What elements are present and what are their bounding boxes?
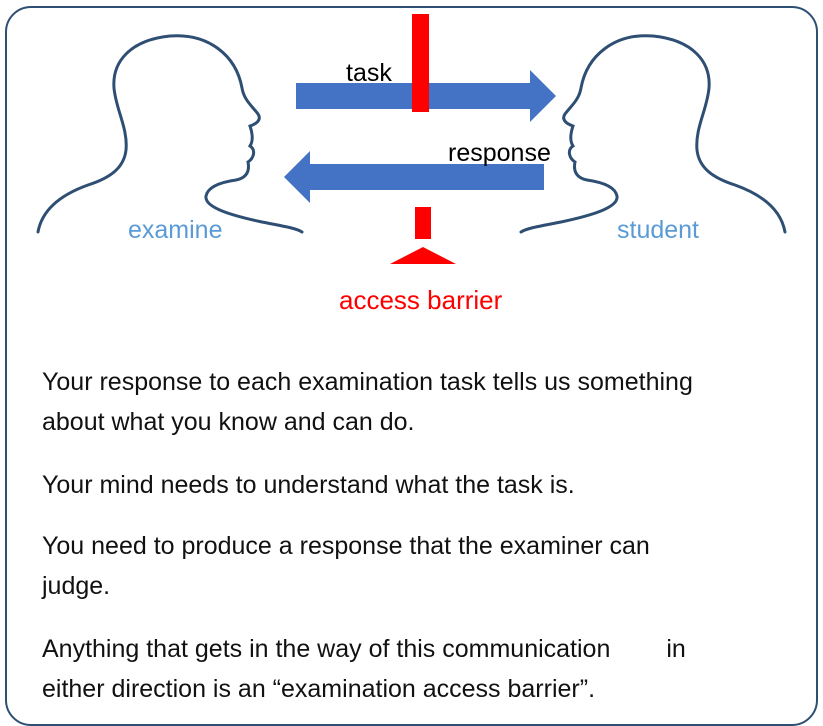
paragraph-3-line-1: You need to produce a response that the … — [42, 532, 650, 560]
task-label: task — [346, 59, 392, 87]
access-barrier-label: access barrier — [339, 285, 503, 315]
examiner-label: examine — [128, 216, 223, 244]
barrier-up-arrowhead — [390, 247, 456, 264]
paragraph-3: You need to produce a response that the … — [42, 526, 802, 606]
barrier-block — [415, 207, 431, 239]
paragraph-4-line-2: either direction is an “examination acce… — [42, 675, 596, 703]
paragraph-1-line-1: Your response to each examination task t… — [42, 368, 693, 396]
paragraph-4-line-1a: Anything that gets in the way of this co… — [42, 635, 611, 663]
student-head-outline — [519, 34, 787, 234]
paragraph-1: Your response to each examination task t… — [42, 362, 802, 442]
paragraph-3-line-2: judge. — [42, 572, 111, 600]
paragraph-2: Your mind needs to understand what the t… — [42, 471, 575, 499]
paragraph-1-line-2: about what you know and can do. — [42, 408, 415, 436]
response-label: response — [448, 139, 551, 167]
student-label: student — [617, 216, 700, 244]
task-barrier-bar — [412, 14, 429, 112]
paragraph-4-line-1b: in — [666, 635, 686, 663]
response-arrow — [284, 151, 544, 203]
paragraph-4: Anything that gets in the way of this co… — [42, 629, 802, 709]
communication-diagram — [36, 14, 787, 264]
examiner-head-outline — [36, 34, 304, 234]
